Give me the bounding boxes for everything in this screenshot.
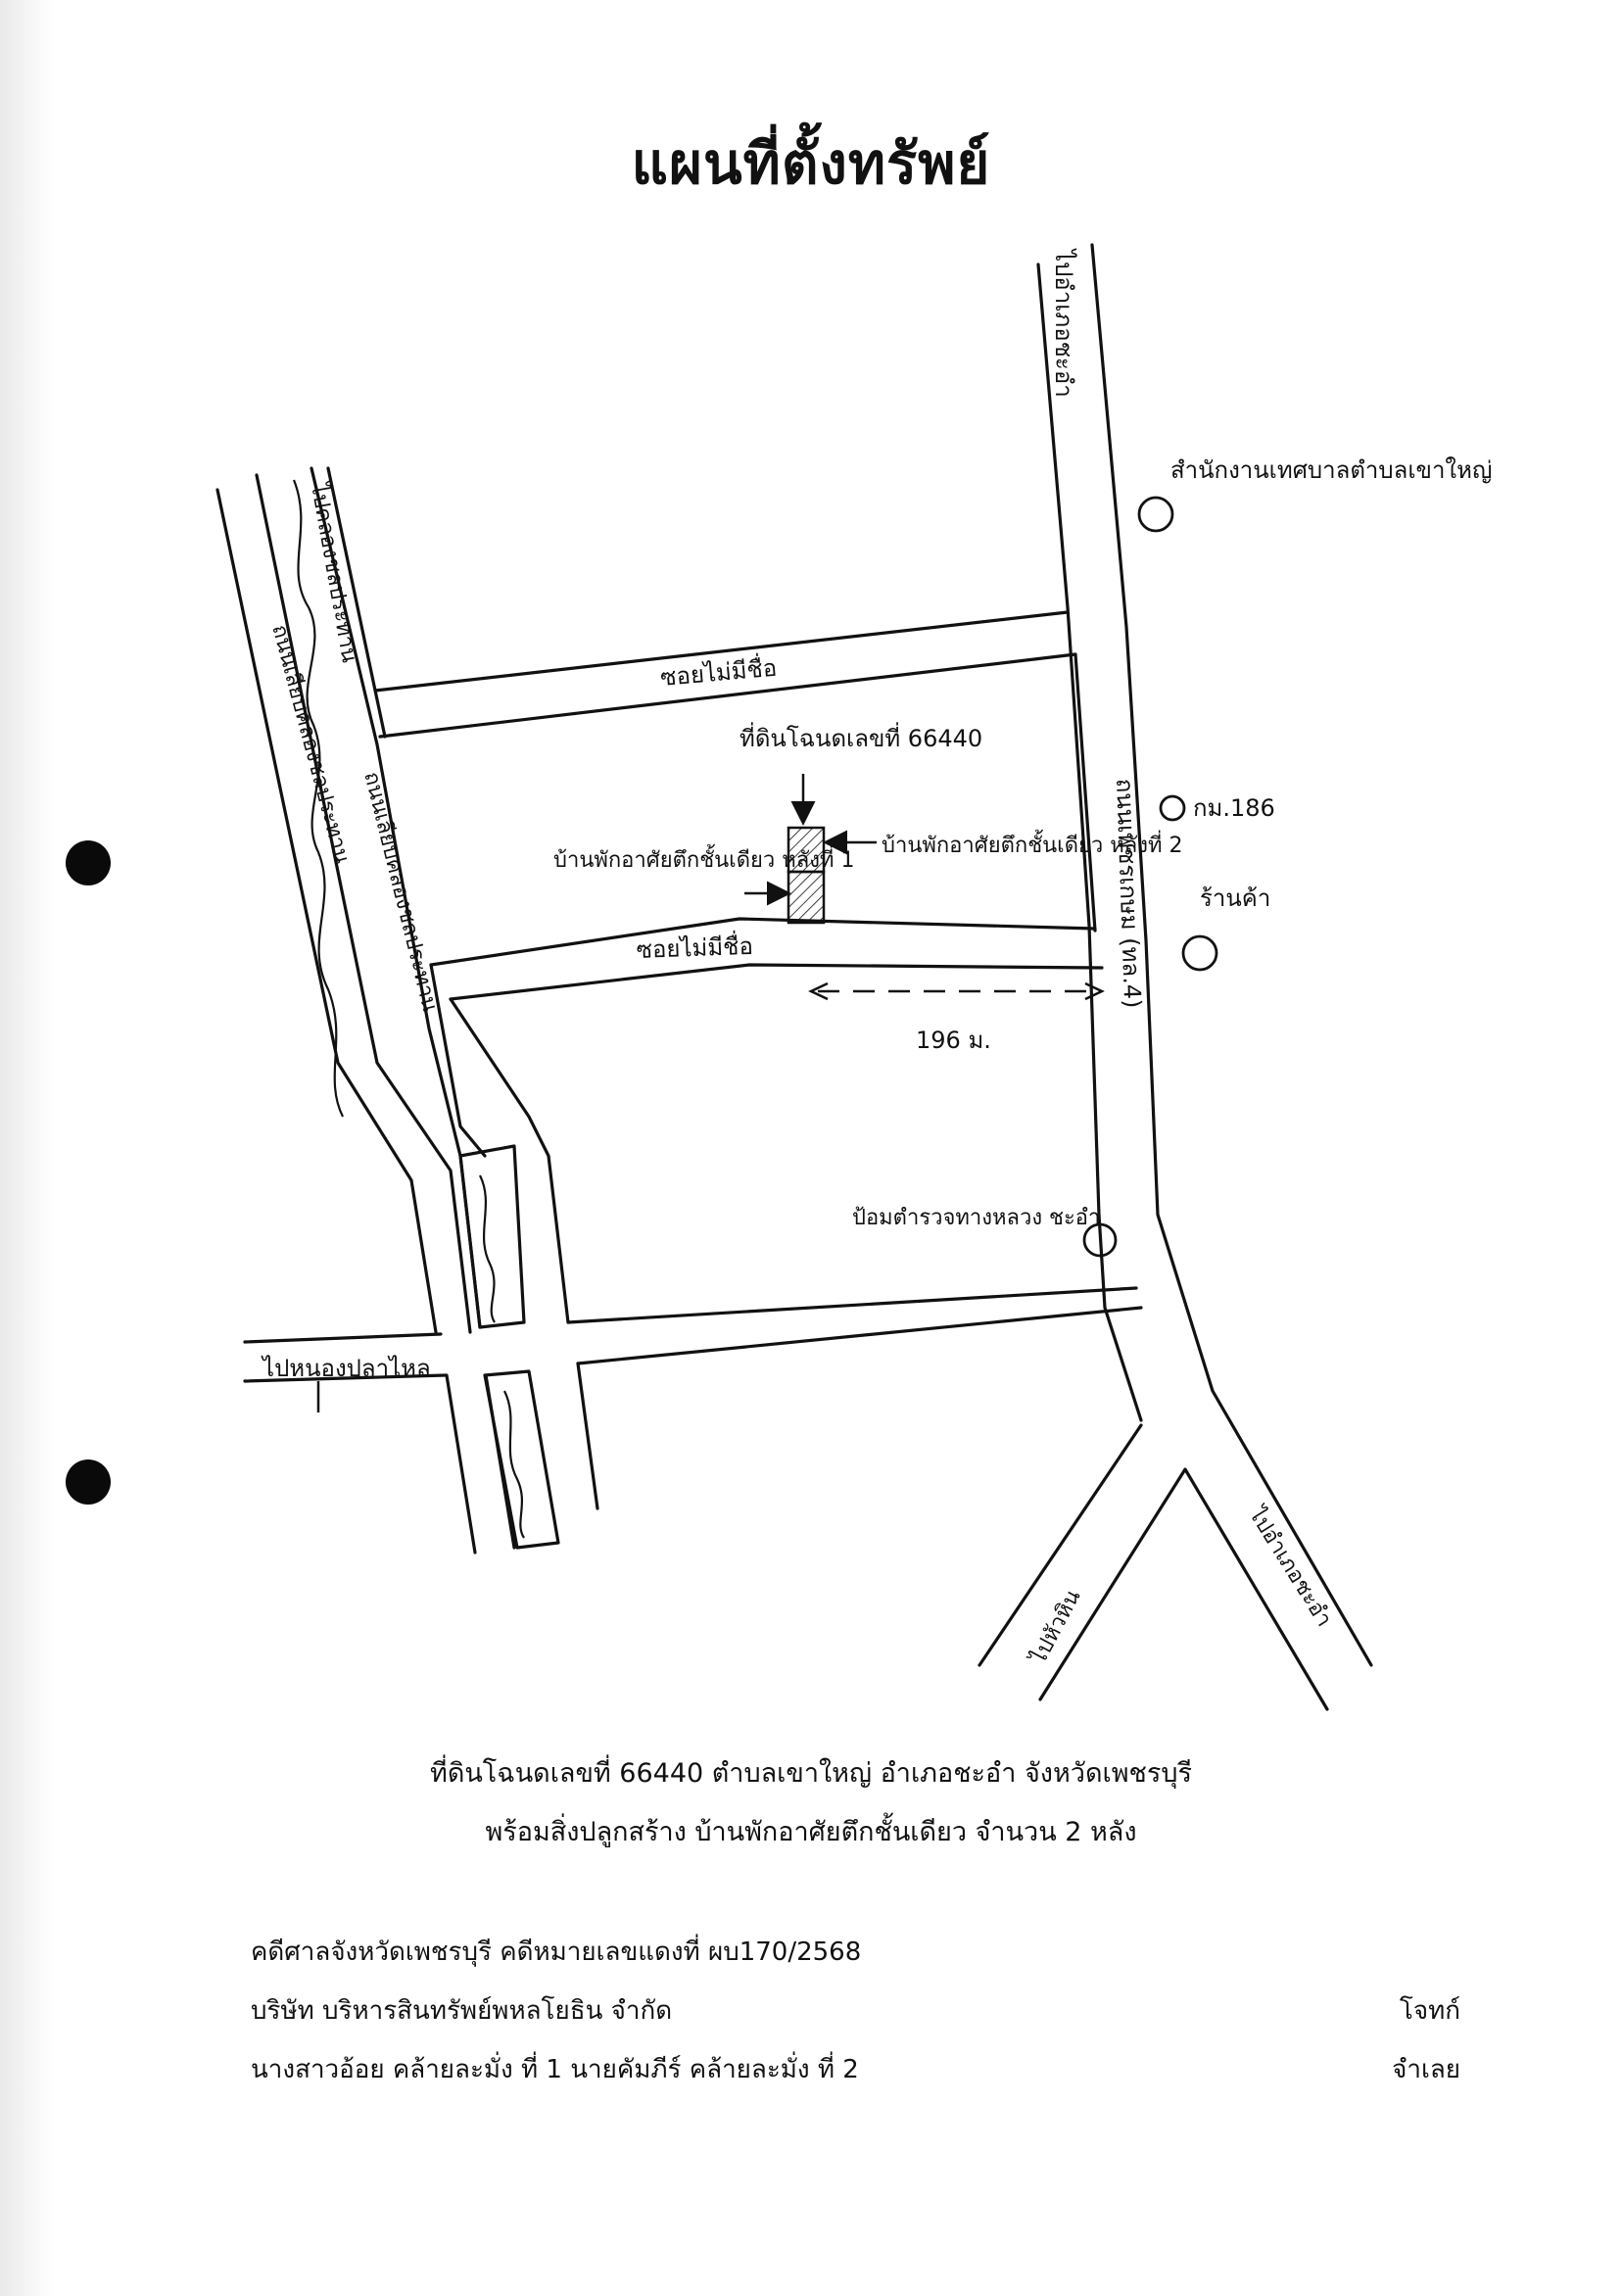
- label-canal-road-right: ถนนเลียบคลองชลประทาน: [358, 769, 442, 1014]
- canal-box-lower: [483, 1369, 560, 1550]
- left-road-outer-edge: [215, 488, 477, 1555]
- label-police-box: ป้อมตำรวจทางหลวง ชะอำ: [852, 1206, 1100, 1230]
- label-district-office: สำนักงานเทศบาลตำบลเขาใหญ่: [1170, 456, 1492, 484]
- shop-circle: [1181, 934, 1218, 972]
- label-distance: 196 ม.: [916, 1027, 991, 1054]
- km-marker-circle: [1159, 794, 1186, 822]
- plot-east-edge: [1073, 652, 1097, 933]
- distance-arrow-left: [808, 981, 829, 1001]
- fork-inner-edge: [1038, 1467, 1329, 1711]
- label-soi-lower: ซอยไม่มีชื่อ: [636, 930, 753, 964]
- punch-hole-bottom: [66, 1459, 111, 1505]
- soi-lower-south-edge: [449, 963, 1104, 1001]
- canal-road-inner-edge: [326, 466, 487, 1158]
- canal-wave-north: [292, 479, 344, 1118]
- distance-arrow-right: [1084, 981, 1105, 1001]
- police-box-circle: [1082, 1222, 1118, 1258]
- label-road-west: ไปหนองปลาไหล: [261, 1355, 431, 1382]
- soi-upper-south-edge: [378, 652, 1077, 739]
- caption-line-2: พร้อมสิ่งปลูกสร้าง บ้านพักอาศัยตึกชั้นเด…: [485, 1817, 1137, 1847]
- highway-right-edge: [1090, 243, 1373, 1667]
- canal-wave-middle: [479, 1174, 496, 1323]
- caption-line-1: ที่ดินโฉนดเลขที่ 66440 ตำบลเขาใหญ่ อำเภอ…: [430, 1758, 1192, 1789]
- label-house-1: บ้านพักอาศัยตึกชั้นเดียว หลังที่ 1: [553, 844, 854, 873]
- case-plaintiff-role: โจทก์: [1399, 1996, 1460, 2026]
- block-south-edge: [566, 1286, 1138, 1324]
- label-road-north: ไปอำเภอชะอำ: [1050, 248, 1077, 398]
- case-court-line: คดีศาลจังหวัดเพชรบุรี คดีหมายเลขแดงที่ ผ…: [251, 1937, 862, 1967]
- case-defendant-role: จำเลย: [1392, 2055, 1460, 2084]
- case-plaintiff-name: บริษัท บริหารสินทรัพย์พหลโยธิน จำกัด: [251, 1996, 673, 2026]
- soi-lower-north-edge: [429, 917, 1097, 967]
- label-highway: ถนนเพชรเกษม (ทล.4): [1111, 778, 1146, 1009]
- label-road-south-right: ไปอำเภอชะอำ: [1243, 1502, 1337, 1632]
- canal-box-upper: [458, 1144, 526, 1329]
- label-land-deed: ที่ดินโฉนดเลขที่ 66440: [739, 722, 982, 752]
- left-road-inner-edge: [255, 473, 516, 1550]
- label-house-2: บ้านพักอาศัยตึกชั้นเดียว หลังที่ 2: [882, 830, 1182, 858]
- district-office-circle: [1137, 496, 1174, 533]
- fork-left-edge: [978, 1423, 1143, 1667]
- label-shop: ร้านค้า: [1200, 885, 1270, 912]
- label-km-marker: กม.186: [1193, 794, 1275, 822]
- canal-right-edge: [449, 997, 599, 1510]
- page-left-edge: [0, 0, 55, 2296]
- soi-upper-north-edge: [373, 610, 1070, 693]
- road-east-cross-edge: [576, 1306, 1143, 1365]
- canal-wave-south: [503, 1390, 525, 1539]
- label-road-south-left: ไปหัวหิน: [1025, 1586, 1085, 1670]
- punch-hole-top: [66, 840, 111, 885]
- road-west-north-edge: [243, 1332, 443, 1344]
- highway-left-edge: [1036, 263, 1143, 1422]
- house-1-marker: [787, 870, 826, 925]
- case-defendant-name: นางสาวอ้อย คล้ายละมั่ง ที่ 1 นายคัมภีร์ …: [251, 2055, 859, 2084]
- road-west-south-edge: [243, 1373, 448, 1383]
- page-title: แผนที่ตั้งทรัพย์: [631, 130, 991, 197]
